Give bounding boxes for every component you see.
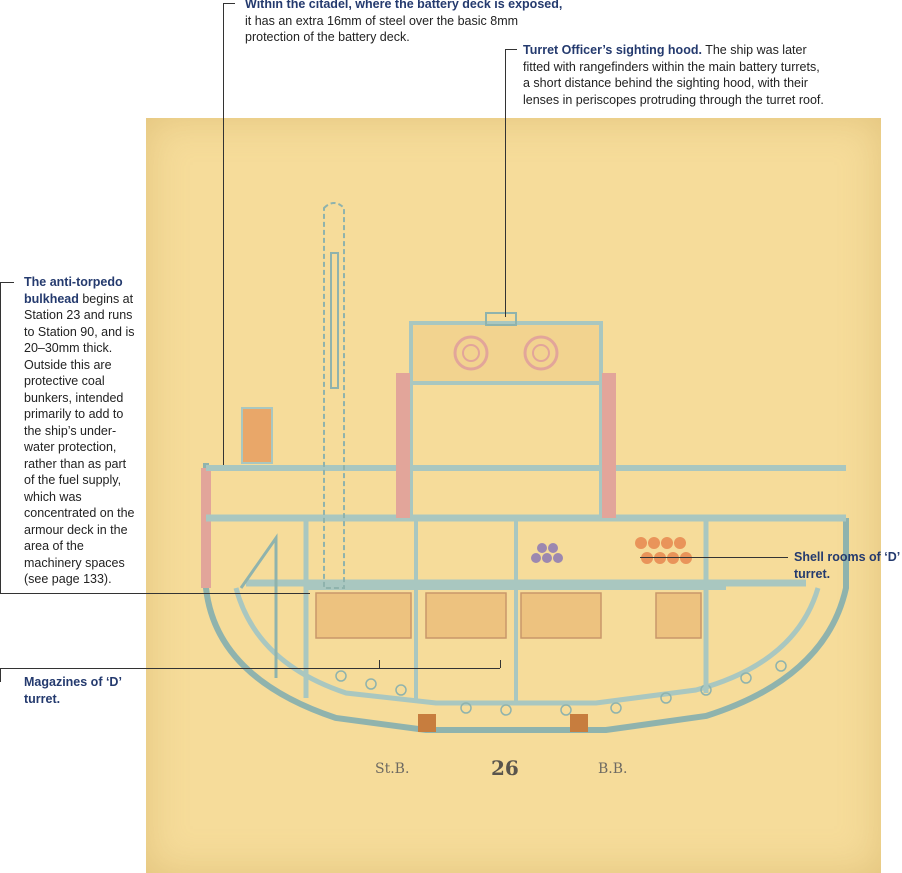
leader-battery-deck: [223, 3, 235, 4]
turret-armour-right: [602, 373, 616, 518]
annotation-magazines: Magazines of ‘D’ turret.: [24, 674, 164, 707]
annotation-sighting-hood-line3: a short distance behind the sighting hoo…: [523, 76, 808, 90]
keel-block-left: [418, 714, 436, 732]
plate-right-label: B.B.: [598, 761, 628, 777]
annotation-bulkhead-line: bunkers, intended: [24, 390, 124, 405]
gun-left: [453, 335, 489, 371]
annotation-bulkhead-line: of the fuel supply,: [24, 473, 122, 487]
plate-left-label: St.B.: [375, 761, 410, 777]
annotation-bulkhead-line: which was: [24, 489, 82, 504]
leader-bulkhead-vertical: [0, 282, 1, 593]
annotation-magazines-line1: Magazines of ‘D’: [24, 675, 122, 689]
annotation-battery-deck-heading: Within the citadel, where the battery de…: [245, 0, 563, 11]
annotation-bulkhead-line: armour deck in the: [24, 522, 128, 537]
annotation-battery-deck: Within the citadel, where the battery de…: [245, 0, 605, 46]
shell-room: [635, 537, 692, 564]
leader-shell-rooms: [640, 557, 788, 558]
annotation-bulkhead-heading-2: bulkhead: [24, 291, 79, 306]
annotation-shell-rooms-line1: Shell rooms of ‘D’: [794, 550, 901, 564]
annotation-shell-rooms-line2: turret.: [794, 566, 831, 581]
leader-bulkhead: [0, 282, 14, 283]
annotation-bulkhead-line: Station 23 and runs: [24, 308, 133, 322]
annotation-bulkhead-line: machinery spaces: [24, 555, 125, 570]
double-bottom: [233, 587, 821, 706]
leader-bulkhead-horizontal: [0, 593, 310, 594]
annotation-bulkhead-line: concentrated on the: [24, 506, 135, 520]
magazine-racks: [315, 592, 702, 639]
annotation-magazines-line2: turret.: [24, 691, 61, 706]
leader-magazines-right-tick: [500, 660, 501, 668]
leader-battery-deck-vertical: [223, 3, 224, 465]
turret-house: [409, 321, 603, 385]
annotation-shell-rooms: Shell rooms of ‘D’ turret.: [794, 549, 902, 582]
annotation-sighting-hood: Turret Officer’s sighting hood. The ship…: [523, 42, 843, 108]
lightening-holes: [335, 660, 787, 716]
ammunition-hoist: [323, 202, 345, 589]
plate-number: 26: [491, 756, 519, 780]
annotation-bulkhead-line: water protection,: [24, 440, 117, 454]
leader-magazines: [0, 668, 500, 669]
leader-magazines-left-tick: [379, 660, 380, 668]
annotation-sighting-hood-heading: Turret Officer’s sighting hood.: [523, 43, 702, 57]
keel-block-right: [570, 714, 588, 732]
leader-magazines-down: [0, 668, 1, 682]
leader-sighting-hood: [505, 49, 517, 50]
annotation-bulkhead-line: rather than as part: [24, 456, 127, 471]
annotation-battery-deck-line2: protection of the battery deck.: [245, 30, 410, 44]
ship-section-plan: St.B. 26 B.B.: [146, 118, 881, 873]
annotation-bulkhead-line: primarily to add to: [24, 407, 124, 421]
annotation-bulkhead: The anti-torpedo bulkhead begins at Stat…: [24, 274, 149, 588]
turret-armour-left: [396, 373, 410, 518]
annotation-battery-deck-line1: it has an extra 16mm of steel over the b…: [245, 13, 519, 28]
leader-sighting-hood-vertical: [505, 49, 506, 317]
annotation-bulkhead-heading-1: The anti-torpedo: [24, 275, 123, 289]
annotation-bulkhead-line: the ship’s under-: [24, 423, 117, 438]
annotation-bulkhead-line: protective coal: [24, 374, 105, 388]
deckhouse-stairs: [241, 407, 273, 464]
gun-right: [523, 335, 559, 371]
hull-cross-section-drawing: [201, 202, 849, 733]
shell-storage: [531, 543, 563, 563]
annotation-sighting-hood-line1: The ship was later: [705, 43, 807, 57]
annotation-bulkhead-line: to Station 90, and is: [24, 324, 135, 339]
hull-outline: [203, 463, 849, 733]
anti-torpedo-bulkhead: [239, 533, 278, 678]
annotation-bulkhead-line: begins at: [82, 291, 134, 306]
annotation-bulkhead-line: area of the: [24, 539, 84, 553]
annotation-bulkhead-line: 20–30mm thick.: [24, 341, 113, 355]
annotation-bulkhead-line: Outside this are: [24, 357, 112, 372]
annotation-sighting-hood-line2: fitted with rangefinders within the main…: [523, 59, 820, 74]
sighting-hood: [485, 312, 517, 326]
annotation-bulkhead-line: (see page 133).: [24, 572, 112, 586]
annotation-sighting-hood-line4: lenses in periscopes protruding through …: [523, 92, 824, 107]
